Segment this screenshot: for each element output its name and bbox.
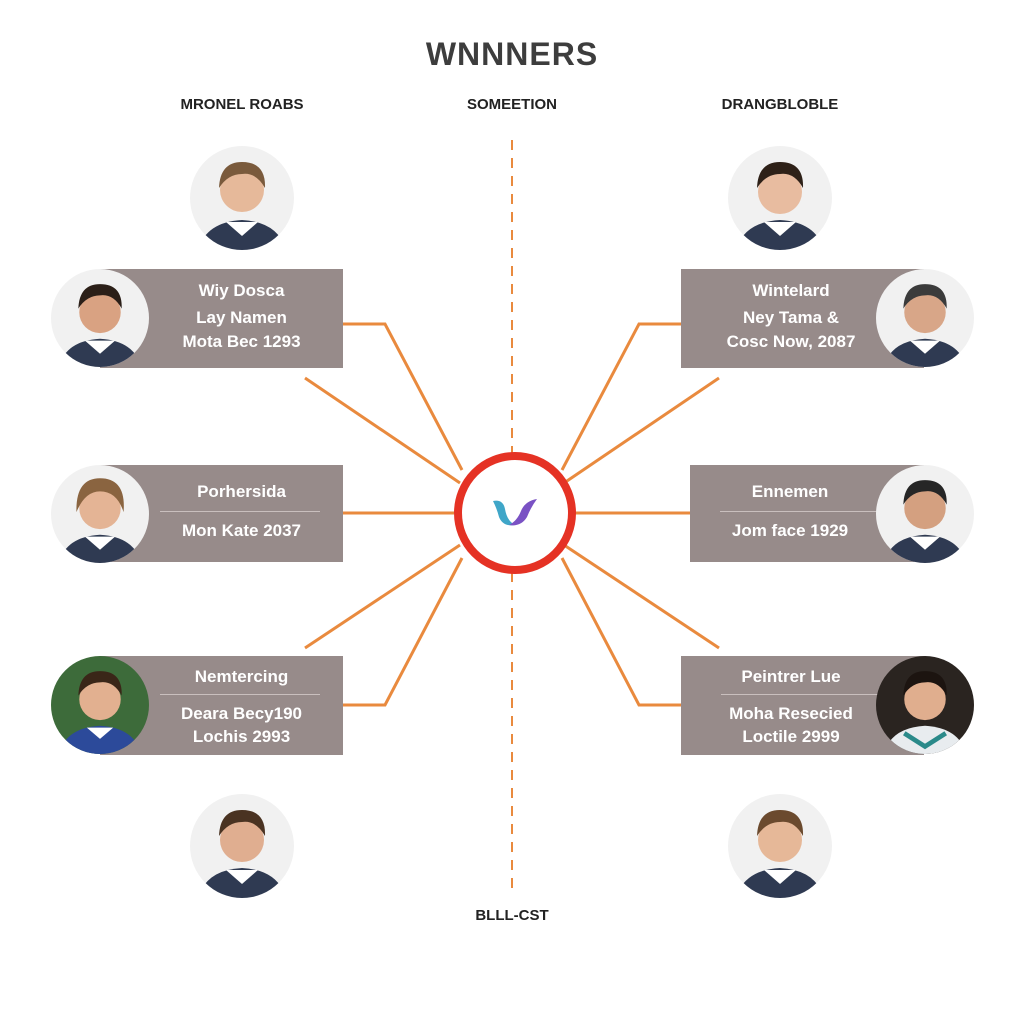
card-line: Ney Tama & [742,308,840,327]
person-avatar-icon [58,284,142,367]
connector-left-3b [304,543,461,650]
card-line: Mota Bec 1293 [182,332,301,351]
avatar-bottom-right[interactable] [728,794,832,898]
column-heading-left: MRONEL ROABS [180,96,304,113]
connector-left-1b [304,376,461,485]
card-line: Cosc Now, 2087 [726,332,856,351]
person-avatar-icon [736,162,824,250]
person-avatar-icon [58,478,142,563]
card-divider [160,511,320,512]
avatar-left-1[interactable] [51,269,149,367]
card-left-1[interactable]: Wiy Dosca Lay Namen Mota Bec 1293 [100,269,343,368]
person-avatar-icon [883,284,967,367]
connector-right-1 [560,322,681,471]
card-line: Mon Kate 2037 [181,521,302,540]
card-line: Jom face 1929 [731,521,849,540]
card-line: Porhersida [197,482,286,501]
card-line: Wiy Dosca [198,281,285,300]
card-left-2[interactable]: Porhersida Mon Kate 2037 [100,465,343,562]
card-right-3[interactable]: Peintrer Lue Moha Resecied Loctile 2999 [681,656,924,755]
avatar-top-right[interactable] [728,146,832,250]
avatar-left-2[interactable] [51,465,149,563]
connector-right-1b [563,376,720,485]
card-line: Lochis 2993 [192,727,291,746]
avatar-left-3[interactable] [51,656,149,754]
column-heading-center: SOMEETION [466,96,557,113]
card-line: Ennemen [751,482,829,501]
column-heading-right: DRANGBLOBLE [721,96,839,113]
card-line: Peintrer Lue [741,667,841,686]
card-divider [720,511,880,512]
avatar-right-1[interactable] [876,269,974,367]
connector-left-3 [343,557,464,707]
page-title: WNNNERS [425,36,599,72]
center-hub[interactable] [454,452,576,574]
avatar-top-left[interactable] [190,146,294,250]
person-avatar-icon [883,671,967,754]
person-avatar-icon [198,810,286,898]
connector-left-1 [343,322,464,471]
stylized-logo-icon [493,499,537,526]
card-line: Lay Namen [196,308,287,327]
avatar-right-3[interactable] [876,656,974,754]
card-divider [160,694,320,695]
person-avatar-icon [736,810,824,898]
card-line: Wintelard [752,281,830,300]
card-left-3[interactable]: Nemtercing Deara Becy190 Lochis 2993 [100,656,343,755]
avatar-right-2[interactable] [876,465,974,563]
card-divider [721,694,881,695]
person-avatar-icon [883,480,967,563]
connector-right-3b [563,543,720,650]
person-avatar-icon [58,671,142,754]
footer-label: BLLL-CST [475,907,549,924]
card-line: Loctile 2999 [742,727,840,746]
card-line: Nemtercing [194,667,289,686]
avatar-bottom-left[interactable] [190,794,294,898]
card-line: Moha Resecied [729,704,853,723]
connector-right-3 [560,557,681,707]
person-avatar-icon [198,162,286,250]
card-line: Deara Becy190 [181,704,302,723]
